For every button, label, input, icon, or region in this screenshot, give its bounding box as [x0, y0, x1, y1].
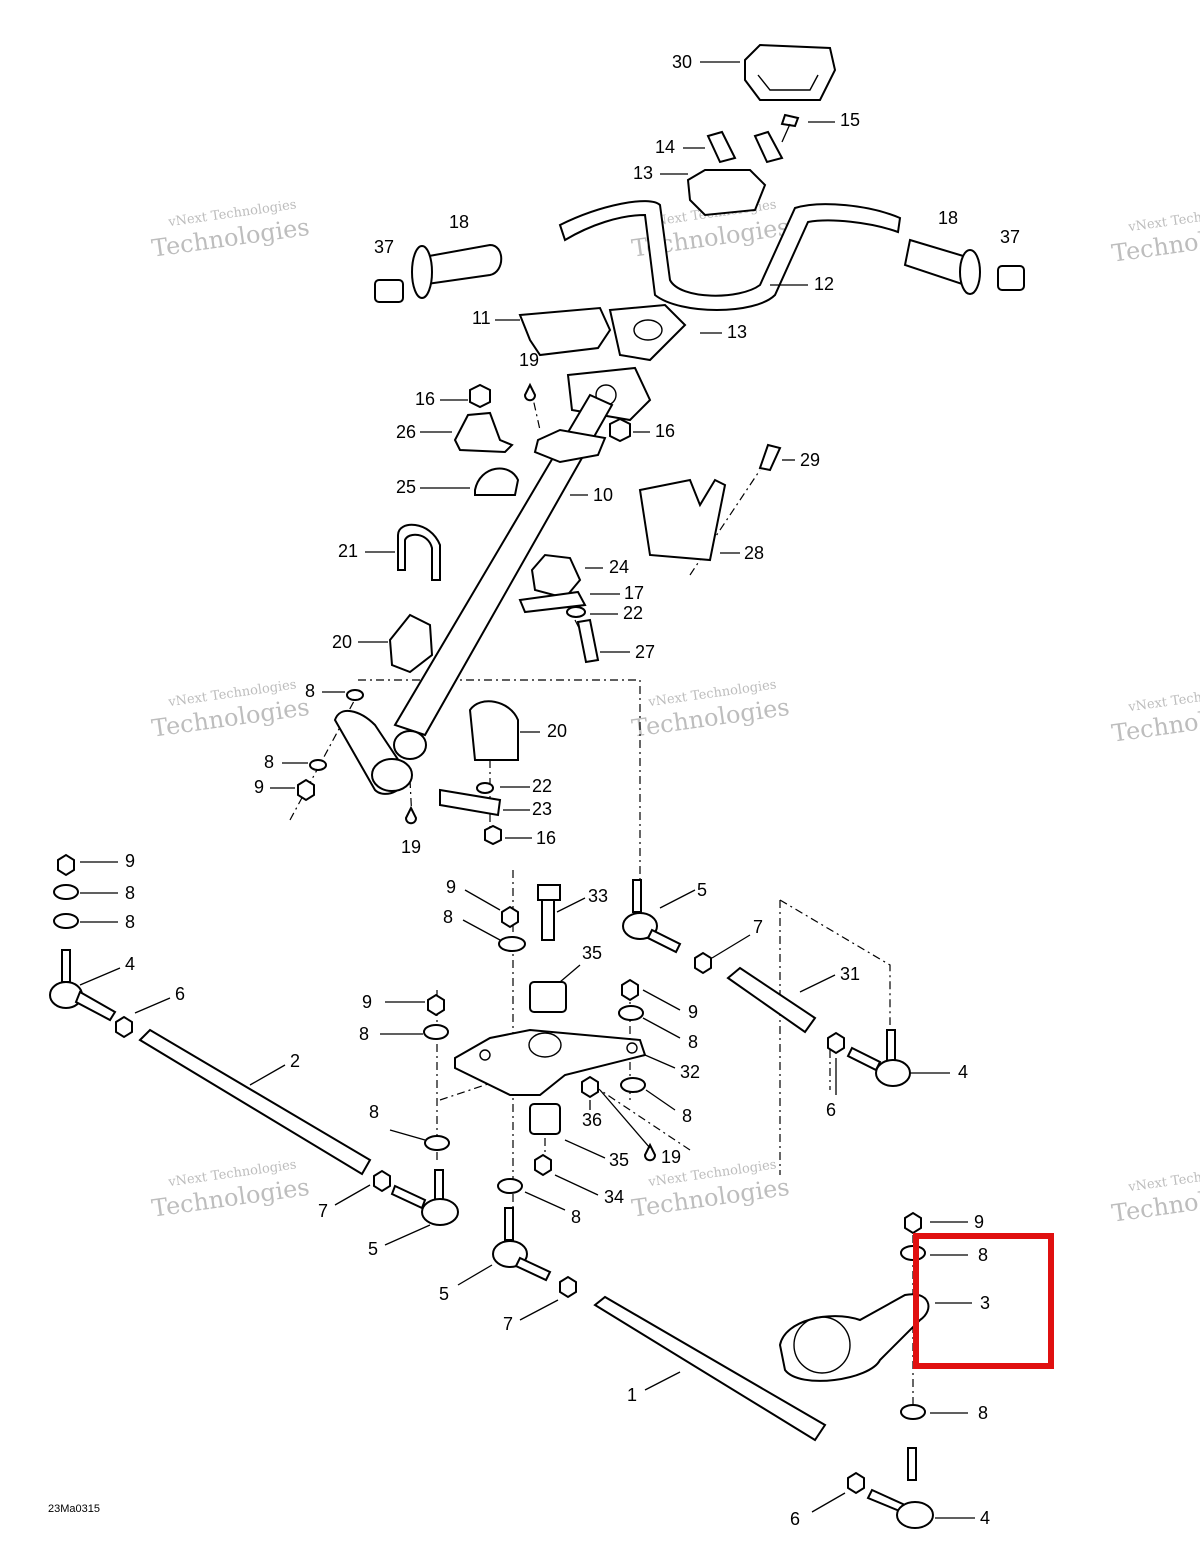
callout-8: 8	[978, 1403, 988, 1423]
callout-16: 16	[536, 828, 556, 848]
handlebar	[558, 200, 902, 311]
callout-13: 13	[727, 322, 747, 342]
callout-7: 7	[753, 917, 763, 937]
callout-4: 4	[958, 1062, 968, 1082]
steering-bracket	[638, 478, 727, 562]
highlight-box	[913, 1233, 1054, 1369]
callout-6: 6	[175, 984, 185, 1004]
callout-21: 21	[338, 541, 358, 561]
callout-35: 35	[582, 943, 602, 963]
callout-2: 2	[290, 1051, 300, 1071]
callout-7: 7	[503, 1314, 513, 1334]
callout-34: 34	[604, 1187, 624, 1207]
callout-37: 37	[1000, 227, 1020, 247]
callout-30: 30	[672, 52, 692, 72]
callout-8: 8	[125, 912, 135, 932]
callout-14: 14	[655, 137, 675, 157]
callout-12: 12	[814, 274, 834, 294]
tie-rod-assembly	[49, 382, 934, 1529]
callout-labels: 30 15 14 13 18 18 37 37 12 11 13 19 16 1…	[125, 52, 1020, 1529]
callout-22: 22	[532, 776, 552, 796]
callout-37: 37	[374, 237, 394, 257]
callout-35: 35	[609, 1150, 629, 1170]
callout-15: 15	[840, 110, 860, 130]
u-bolt	[397, 523, 441, 581]
callout-18: 18	[938, 208, 958, 228]
tie-rod-left	[138, 1028, 372, 1176]
callout-9: 9	[688, 1002, 698, 1022]
callout-16: 16	[655, 421, 675, 441]
callout-19: 19	[661, 1147, 681, 1167]
tie-rod-short	[726, 966, 817, 1034]
callout-4: 4	[125, 954, 135, 974]
callout-8: 8	[125, 883, 135, 903]
callout-17: 17	[624, 583, 644, 603]
callout-9: 9	[362, 992, 372, 1012]
callout-10: 10	[593, 485, 613, 505]
callout-26: 26	[396, 422, 416, 442]
callout-20: 20	[547, 721, 567, 741]
callout-22: 22	[623, 603, 643, 623]
callout-19: 19	[401, 837, 421, 857]
steering-arm	[778, 1293, 930, 1382]
callout-20: 20	[332, 632, 352, 652]
callout-8: 8	[264, 752, 274, 772]
callout-8: 8	[978, 1245, 988, 1265]
callout-9: 9	[446, 877, 456, 897]
leader-lines	[79, 61, 975, 1519]
callout-8: 8	[688, 1032, 698, 1052]
callout-25: 25	[396, 477, 416, 497]
callout-8: 8	[443, 907, 453, 927]
diagram-code: 23Ma0315	[48, 1503, 100, 1515]
callout-11: 11	[472, 308, 491, 328]
grip-left	[416, 243, 503, 287]
watermark-group: vNext Technologies Technologies vNext Te…	[150, 197, 1200, 1227]
callout-23: 23	[532, 799, 552, 819]
callout-16: 16	[415, 389, 435, 409]
callout-6: 6	[790, 1509, 800, 1529]
callout-7: 7	[318, 1201, 328, 1221]
callout-5: 5	[368, 1239, 378, 1259]
callout-3: 3	[980, 1293, 990, 1313]
callout-9: 9	[254, 777, 264, 797]
callout-9: 9	[974, 1212, 984, 1232]
callout-1: 1	[627, 1385, 637, 1405]
callout-8: 8	[359, 1024, 369, 1044]
callout-8: 8	[305, 681, 315, 701]
steering-plate	[454, 1028, 647, 1096]
callout-13: 13	[633, 163, 653, 183]
callout-4: 4	[980, 1508, 990, 1528]
callout-27: 27	[635, 642, 655, 662]
callout-33: 33	[588, 886, 608, 906]
callout-18: 18	[449, 212, 469, 232]
callout-29: 29	[800, 450, 820, 470]
callout-31: 31	[840, 964, 860, 984]
callout-8: 8	[369, 1102, 379, 1122]
callout-8: 8	[682, 1106, 692, 1126]
callout-36: 36	[582, 1110, 602, 1130]
handlebar-cover	[744, 43, 837, 101]
callout-6: 6	[826, 1100, 836, 1120]
callout-5: 5	[697, 880, 707, 900]
callout-19: 19	[519, 350, 539, 370]
steering-column	[393, 393, 614, 737]
callout-5: 5	[439, 1284, 449, 1304]
callout-9: 9	[125, 851, 135, 871]
callout-32: 32	[680, 1062, 700, 1082]
callout-24: 24	[609, 557, 629, 577]
callout-28: 28	[744, 543, 764, 563]
tie-rod-right	[593, 1295, 827, 1442]
handlebar-assembly	[297, 43, 1025, 846]
callout-8: 8	[571, 1207, 581, 1227]
